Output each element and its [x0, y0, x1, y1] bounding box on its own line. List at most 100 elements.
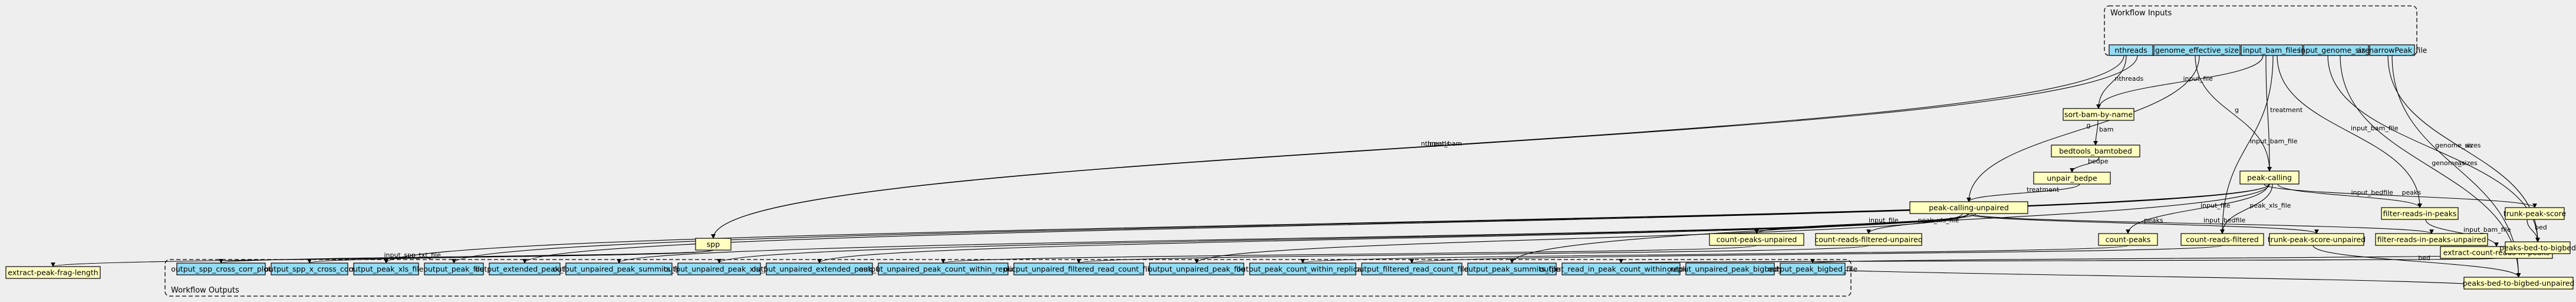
output-node-o17[interactable]: output_peak_bigbed_file [1768, 262, 1858, 275]
output-node-label: output_peak_xls_file [349, 265, 424, 274]
step-node-box [1909, 201, 2028, 214]
edge-peakcallunp-to-tpsu [1966, 213, 2319, 234]
step-node-label: count-peaks-unpaired [1717, 235, 1797, 244]
edge-genome_effective_size-to-peakcallunp [1966, 55, 2200, 202]
step-node-box [2239, 170, 2300, 185]
step-node-crfu[interactable]: count-reads-filtered-unpaired [1814, 233, 1923, 246]
step-node-crf[interactable]: count-reads-filtered [2180, 233, 2264, 246]
output-node-label: output_unpaired_peak_summits_file [553, 265, 686, 274]
edge-peakcall-to-frip [2277, 183, 2422, 208]
output-node-label: output_unpaired_peak_count_within_replic… [859, 265, 1027, 274]
step-node-bamtobed[interactable]: bedtools_bamtobed [2051, 145, 2140, 157]
input-node-label: as_narrowPeak_file [2357, 46, 2427, 55]
output-node-label: output_peak_count_within_replicate [1237, 265, 1369, 274]
output-node-o13[interactable]: output_filtered_read_count_file [1355, 262, 1469, 275]
step-node-cpu[interactable]: count-peaks-unpaired [1709, 233, 1804, 246]
edge-label: input_bedfile [2203, 216, 2246, 224]
output-node-o15[interactable]: output_read_in_peak_count_within_replica… [1540, 262, 1703, 275]
step-node-box [2098, 233, 2158, 246]
edge-tps-to-pbb [2526, 219, 2540, 242]
edge-label: bed [2418, 254, 2430, 262]
step-node-friu[interactable]: filter-reads-in-peaks-unpaired [2375, 233, 2488, 246]
step-node-cp[interactable]: count-peaks [2098, 233, 2158, 246]
output-node-label: output_unpaired_peak_xls_file [664, 265, 775, 274]
output-edge-o12 [1300, 245, 2129, 264]
step-node-label: count-reads-filtered [2186, 235, 2258, 244]
input-node-as-narrowPeak-file[interactable]: as_narrowPeak_file [2357, 44, 2427, 56]
step-node-pbb[interactable]: peaks-bed-to-bigbed [2499, 241, 2576, 254]
edge-label: peaks [2402, 189, 2422, 196]
edge-label: nthreads [2115, 75, 2144, 83]
edge-label: input_bam_file [2250, 137, 2298, 145]
output-node-label: output_peak_file [423, 265, 485, 274]
output-node-o11[interactable]: output_unpaired_peak_file [1148, 262, 1246, 275]
edge-label: input_bam_file [2463, 226, 2511, 234]
output-node-o14[interactable]: output_peak_summits_file [1464, 262, 1560, 275]
output-node-label: output_peak_bigbed_file [1768, 265, 1858, 274]
input-node-box [2153, 44, 2241, 56]
output-node-o5[interactable]: output_extended_peak_file [475, 262, 575, 275]
step-node-unpair[interactable]: unpair_bedpe [2033, 172, 2111, 185]
edge-nthreads-to-spp [711, 55, 2124, 239]
step-node-label: peak-calling-unpaired [1929, 203, 2009, 212]
output-edge-o15 [1620, 258, 2497, 264]
edge-label: g [2087, 122, 2091, 129]
edge-input_bam_files-to-frip [2277, 55, 2422, 208]
step-node-label: filter-reads-in-peaks-unpaired [2377, 235, 2486, 244]
step-node-pbbu[interactable]: peaks-bed-to-bigbed-unpaired [2463, 277, 2575, 290]
step-node-frip[interactable]: filter-reads-in-peaks [2381, 207, 2459, 220]
step-node-label: spp [707, 240, 720, 249]
edge-peakcall-to-cp [2126, 183, 2269, 234]
step-node-box [2381, 207, 2459, 220]
edge-unpair-to-peakcallunp [1966, 183, 2080, 202]
step-node-box [2033, 172, 2111, 185]
output-node-label: output_filtered_read_count_file [1355, 265, 1468, 274]
output-node-o2[interactable]: output_spp_x_cross_corr [265, 262, 355, 275]
output-node-box [176, 262, 266, 275]
output-node-o12[interactable]: output_peak_count_within_replicate [1237, 262, 1369, 275]
output-node-box [1249, 262, 1356, 275]
output-node-box [1149, 262, 1244, 275]
step-node-spp[interactable]: spp [695, 238, 732, 251]
output-node-o8[interactable]: output_unpaired_extended_peak_file [752, 262, 887, 275]
input-node-nthreads[interactable]: nthreads [2109, 44, 2153, 56]
input-node-input-bam-files[interactable]: input_bam_files [2241, 44, 2303, 56]
output-node-box [489, 262, 561, 275]
output-edge-o3 [384, 183, 2270, 264]
step-node-sort[interactable]: sort-bam-by-name [2063, 108, 2134, 121]
edge-label: bedpe [2088, 157, 2109, 165]
output-node-o16[interactable]: output_unpaired_peak_bigbed_file [1667, 262, 1793, 275]
output-node-o4[interactable]: output_peak_file [423, 262, 485, 275]
step-node-peakcall[interactable]: peak-calling [2239, 170, 2300, 185]
input-node-box [2369, 44, 2415, 56]
edge-label: input_file [1869, 216, 1899, 224]
output-node-o9[interactable]: output_unpaired_peak_count_within_replic… [859, 262, 1027, 275]
output-node-o3[interactable]: output_peak_xls_file [349, 262, 424, 275]
step-node-label: bedtools_bamtobed [2059, 147, 2132, 156]
step-node-label: sort-bam-by-name [2064, 110, 2133, 119]
workflow-outputs-title: Workflow Outputs [171, 286, 239, 295]
step-node-extractfrag[interactable]: extract-peak-frag-length [5, 266, 101, 279]
edge-label: treatment [2270, 106, 2303, 114]
step-node-tpsu[interactable]: trunk-peak-score-unpaired [2268, 233, 2366, 246]
output-node-label: output_unpaired_peak_file [1148, 265, 1246, 274]
output-node-o1[interactable]: output_spp_cross_corr_plot [171, 262, 271, 275]
edge-label: input_file [2183, 75, 2213, 83]
step-node-box [5, 266, 101, 279]
output-node-o10[interactable]: output_unpaired_filtered_read_count_file [1004, 262, 1154, 275]
output-node-o6[interactable]: output_unpaired_peak_summits_file [553, 262, 686, 275]
step-node-label: peaks-bed-to-bigbed-unpaired [2463, 279, 2575, 288]
step-node-peakcallunp[interactable]: peak-calling-unpaired [1909, 201, 2028, 214]
step-node-tps[interactable]: trunk-peak-score [2503, 207, 2567, 220]
edge-label: as [2465, 142, 2473, 149]
step-node-box [2180, 233, 2264, 246]
workflow-outputs-cluster: Workflow Outputs [164, 259, 1852, 297]
edge-peakcall-to-tps [2264, 183, 2537, 208]
input-node-genome-effective-size[interactable]: genome_effective_size [2153, 44, 2241, 56]
output-node-label: output_unpaired_extended_peak_file [752, 265, 887, 274]
output-edge-o6 [617, 213, 1969, 264]
output-node-o7[interactable]: output_unpaired_peak_xls_file [664, 262, 775, 275]
input-node-input-genome-sizes[interactable]: input_genome_sizes [2299, 44, 2373, 56]
input-node-label: input_bam_files [2243, 46, 2301, 55]
input-node-label: nthreads [2114, 46, 2147, 55]
